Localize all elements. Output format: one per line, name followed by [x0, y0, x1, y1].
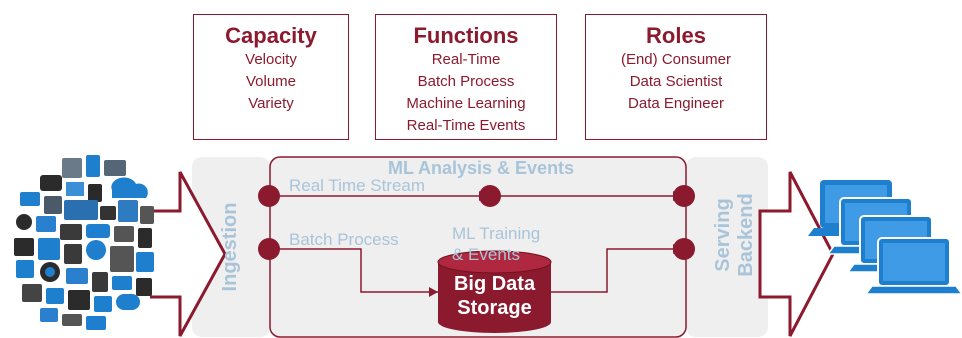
- capacity-title: Capacity: [225, 23, 317, 48]
- storage-label: Big Data Storage: [438, 272, 551, 320]
- capacity-item: Variety: [248, 95, 294, 112]
- roles-item: (End) Consumer: [620, 51, 732, 68]
- ml-events-label: & Events: [452, 245, 521, 264]
- serving-label: Serving: [712, 198, 734, 272]
- storage-label-line1: Big Data: [453, 273, 536, 295]
- serving-panel: [686, 157, 768, 337]
- flow-lines: [269, 195, 684, 293]
- ingestion-panel: [192, 157, 270, 337]
- laptop-stack-icon: [808, 180, 962, 295]
- roles-item: Data Engineer: [628, 95, 724, 112]
- ml-analysis-label: ML Analysis & Events: [388, 158, 575, 178]
- serve-arrow-icon: [758, 171, 835, 337]
- functions-item: Batch Process: [417, 73, 515, 90]
- capacity-item: Velocity: [245, 51, 297, 68]
- real-time-stream-label: Real Time Stream: [289, 176, 426, 195]
- functions-item: Real-Time Events: [406, 117, 526, 134]
- roles-title: Roles: [646, 23, 706, 48]
- ml-training-label: ML Training: [452, 224, 541, 243]
- roles-box: Roles (End) Consumer Data Scientist Data…: [585, 14, 767, 140]
- capacity-item: Volume: [245, 73, 297, 90]
- big-data-storage-cylinder: [437, 250, 552, 333]
- ingest-arrow-icon: [150, 171, 227, 337]
- flow-nodes: [258, 185, 695, 260]
- capacity-box: Capacity Velocity Volume Variety: [193, 14, 349, 140]
- functions-title: Functions: [413, 23, 519, 48]
- ingestion-label: Ingestion: [219, 202, 241, 292]
- iot-devices-cluster-icon: [14, 155, 154, 330]
- functions-box: Functions Real-Time Batch Process Machin…: [375, 14, 557, 140]
- batch-process-label: Batch Process: [289, 230, 399, 249]
- functions-item: Machine Learning: [406, 95, 526, 112]
- functions-item: Real-Time: [431, 51, 501, 68]
- storage-label-line2: Storage: [457, 297, 532, 319]
- backend-label: Backend: [735, 193, 757, 277]
- roles-item: Data Scientist: [629, 73, 723, 90]
